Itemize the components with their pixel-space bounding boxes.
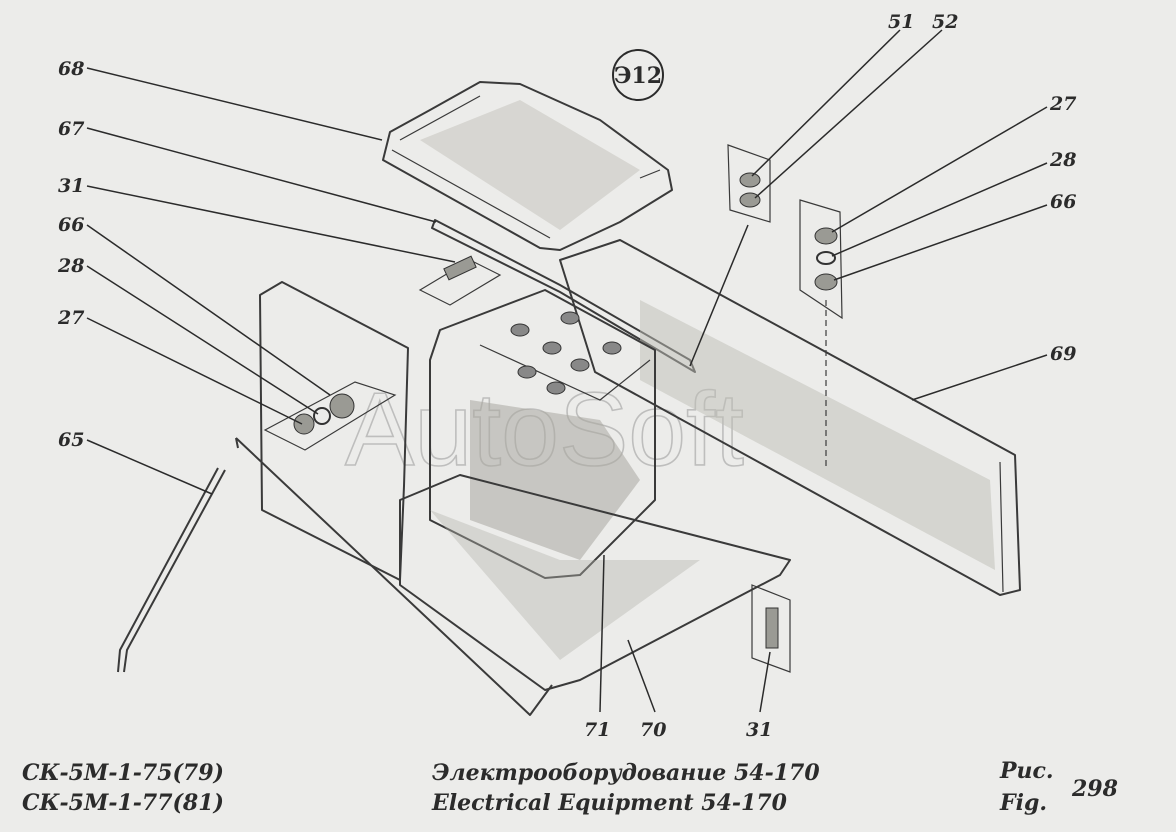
rod	[117, 467, 226, 673]
callout-66-right: 66	[1050, 191, 1076, 213]
fastener-group-left	[263, 381, 397, 451]
fastener-bolt-top	[418, 255, 502, 306]
figure-label-english: Fig.	[1000, 790, 1048, 816]
fastener-bolt-bottom	[751, 584, 791, 673]
fastener-group-27-28-66	[799, 199, 843, 470]
figure-number: 298	[1072, 776, 1118, 802]
callout-28-left: 28	[57, 255, 84, 277]
bracket-bars	[235, 437, 553, 716]
battery-body	[429, 289, 656, 579]
callout-66-left: 66	[58, 214, 84, 236]
callout-67: 67	[58, 118, 84, 140]
callout-65: 65	[58, 429, 84, 451]
callout-69: 69	[1050, 343, 1076, 365]
section-badge: Э12	[612, 49, 664, 101]
title-english: Electrical Equipment 54-170	[432, 790, 787, 816]
base-tray	[399, 474, 791, 691]
callout-71: 71	[584, 719, 610, 741]
leader-lines	[86, 29, 1048, 713]
model-line-2: СК-5М-1-77(81)	[22, 790, 224, 816]
callout-28-right: 28	[1049, 149, 1076, 171]
figure-label-russian: Рис.	[1000, 758, 1054, 784]
callout-68: 68	[58, 58, 84, 80]
title-russian: Электрооборудование 54-170	[432, 760, 820, 786]
model-line-1: СК-5М-1-75(79)	[22, 760, 224, 786]
fastener-group-51-52	[727, 144, 771, 223]
callout-51: 51	[888, 11, 914, 33]
battery-lid	[382, 81, 673, 251]
rear-plate	[559, 239, 1021, 596]
callout-27-right: 27	[1049, 93, 1076, 115]
callout-27-left: 27	[57, 307, 84, 329]
callout-31-top: 31	[58, 175, 84, 197]
callout-labels: 68 67 31 66 28 27 65 51 52 27 28 66 69 7…	[57, 11, 1076, 741]
callout-70: 70	[640, 719, 666, 741]
section-badge-label: Э12	[614, 63, 662, 89]
battery-terminals	[510, 311, 622, 395]
callout-52: 52	[932, 11, 958, 33]
callout-31-bottom: 31	[746, 719, 772, 741]
